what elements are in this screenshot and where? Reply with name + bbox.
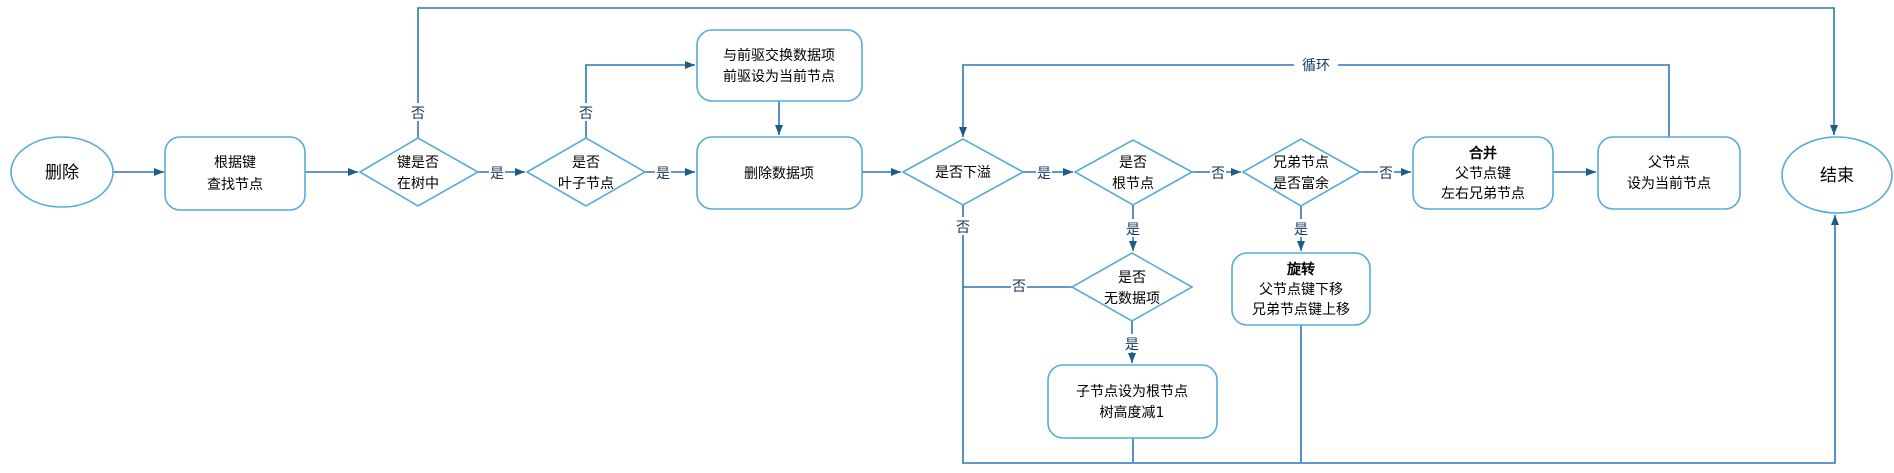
edge-parent-loop-to-underflow <box>959 64 1670 137</box>
node-is-leaf-line1: 是否 <box>572 155 600 171</box>
edge-label-no-underflow: 否 <box>955 217 971 236</box>
node-merge-line1: 父节点键 <box>1455 166 1511 182</box>
edge-label-yes-isroot: 是 <box>1125 219 1141 238</box>
edge-label-no-isleaf: 否 <box>578 103 594 122</box>
node-find-line1: 根据键 <box>214 155 256 171</box>
svg-text:是: 是 <box>1294 222 1308 238</box>
node-sibling-rich[interactable]: 兄弟节点 是否富余 <box>1241 138 1362 207</box>
edge-label-no-sibling: 否 <box>1378 164 1394 182</box>
edge-underflow-no-to-end <box>962 205 1839 464</box>
svg-text:否: 否 <box>1211 166 1225 182</box>
node-is-root[interactable]: 是否 根节点 <box>1073 139 1194 206</box>
node-is-root-line2: 根节点 <box>1112 176 1154 192</box>
edge-isleaf-no-to-swap <box>585 61 695 138</box>
edge-label-yes-underflow: 是 <box>1036 164 1052 182</box>
node-is-root-line1: 是否 <box>1119 155 1147 171</box>
node-merge[interactable]: 合并 父节点键 左右兄弟节点 <box>1412 136 1554 210</box>
node-no-data-line1: 是否 <box>1118 270 1146 286</box>
edge-keyintree-no-to-end <box>417 7 1838 138</box>
nodes: 删除 根据键 查找节点 键是否 在树中 是否 叶子节点 与前驱交换数据项 前驱设… <box>10 29 1893 439</box>
node-sibling-line1: 兄弟节点 <box>1273 155 1329 171</box>
node-underflow-label: 是否下溢 <box>935 165 991 181</box>
node-rotate-line1: 父节点键下移 <box>1259 282 1343 298</box>
node-delete-item-label: 删除数据项 <box>744 166 814 182</box>
svg-text:是: 是 <box>1125 337 1139 353</box>
node-swap-line2: 前驱设为当前节点 <box>723 68 835 85</box>
node-is-leaf-line2: 叶子节点 <box>558 176 614 192</box>
node-swap-line1: 与前驱交换数据项 <box>723 47 835 64</box>
node-key-in-tree-line1: 键是否 <box>397 155 439 171</box>
node-key-in-tree[interactable]: 键是否 在树中 <box>358 137 480 207</box>
node-child-root-line2: 树高度减1 <box>1100 404 1165 421</box>
svg-text:否: 否 <box>1012 279 1026 295</box>
svg-text:否: 否 <box>1379 166 1393 182</box>
svg-text:是: 是 <box>490 166 504 182</box>
edge-label-loop: 循环 <box>1294 56 1338 74</box>
edge-labels: 是 否 否 是 是 否 否 是 <box>410 56 1394 353</box>
edge-label-yes-nodata: 是 <box>1124 334 1140 353</box>
edge-label-yes-sibling: 是 <box>1293 219 1309 238</box>
edge-label-no-nodata: 否 <box>1011 276 1027 295</box>
node-start[interactable]: 删除 <box>10 136 114 208</box>
svg-text:是: 是 <box>1126 222 1140 238</box>
edge-label-no-keyintree: 否 <box>410 103 426 122</box>
node-rotate-line2: 兄弟节点键上移 <box>1252 302 1350 318</box>
node-merge-title: 合并 <box>1469 145 1497 162</box>
node-end[interactable]: 结束 <box>1781 136 1893 214</box>
edge-label-yes-isleaf: 是 <box>655 164 671 182</box>
node-swap-predecessor[interactable]: 与前驱交换数据项 前驱设为当前节点 <box>696 29 863 102</box>
node-parent-line1: 父节点 <box>1648 155 1690 171</box>
svg-text:循环: 循环 <box>1302 58 1330 74</box>
node-delete-item[interactable]: 删除数据项 <box>696 136 863 210</box>
edge-label-no-isroot: 否 <box>1210 164 1226 182</box>
node-child-root-line1: 子节点设为根节点 <box>1076 384 1188 400</box>
node-merge-line2: 左右兄弟节点 <box>1441 186 1525 202</box>
node-find-line2: 查找节点 <box>207 177 263 193</box>
svg-text:否: 否 <box>956 220 970 236</box>
node-is-leaf[interactable]: 是否 叶子节点 <box>525 137 647 207</box>
node-start-label: 删除 <box>45 163 79 183</box>
node-underflow[interactable]: 是否下溢 <box>901 138 1025 206</box>
edges <box>113 7 1839 464</box>
svg-text:是: 是 <box>1037 166 1051 182</box>
svg-text:否: 否 <box>579 106 593 122</box>
node-rotate[interactable]: 旋转 父节点键下移 兄弟节点键上移 <box>1231 252 1371 326</box>
svg-text:是: 是 <box>656 166 670 182</box>
node-child-as-root[interactable]: 子节点设为根节点 树高度减1 <box>1047 364 1218 439</box>
node-parent-current[interactable]: 父节点 设为当前节点 <box>1597 136 1741 210</box>
node-end-label: 结束 <box>1820 166 1854 186</box>
node-parent-line2: 设为当前节点 <box>1627 175 1711 192</box>
node-key-in-tree-line2: 在树中 <box>397 176 439 192</box>
node-no-data-item[interactable]: 是否 无数据项 <box>1070 252 1194 322</box>
node-find-node[interactable]: 根据键 查找节点 <box>164 136 306 211</box>
edge-label-yes-keyintree: 是 <box>489 164 505 182</box>
node-sibling-line2: 是否富余 <box>1273 175 1329 192</box>
svg-text:否: 否 <box>411 106 425 122</box>
node-no-data-line2: 无数据项 <box>1104 291 1160 307</box>
node-rotate-title: 旋转 <box>1286 261 1315 278</box>
